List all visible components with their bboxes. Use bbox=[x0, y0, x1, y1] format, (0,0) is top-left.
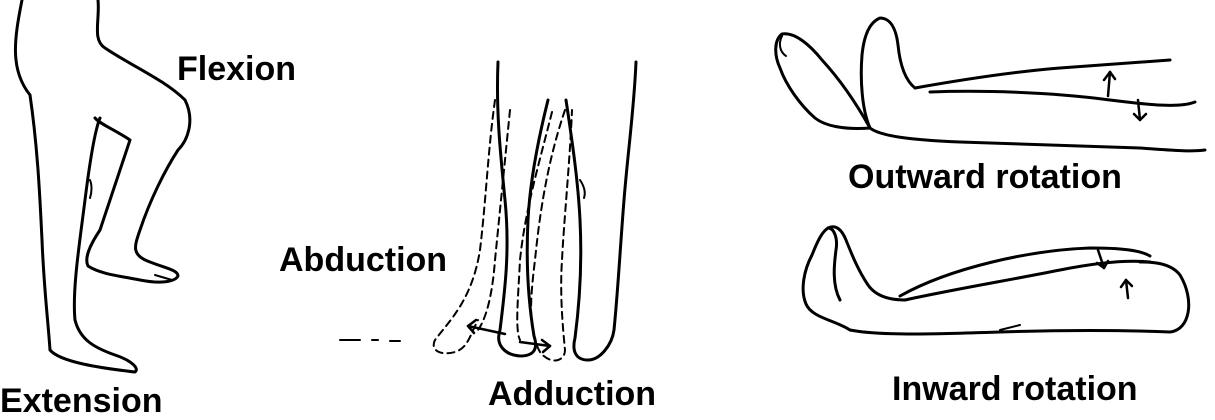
abduction-adduction-figure bbox=[340, 62, 636, 360]
flexion-label: Flexion bbox=[177, 52, 296, 86]
inward-rotation-label: Inward rotation bbox=[892, 372, 1138, 406]
extension-label: Extension bbox=[0, 384, 162, 418]
inward-rotation-figure bbox=[803, 227, 1189, 334]
outward-rotation-figure bbox=[776, 18, 1205, 151]
flexion-extension-figure bbox=[15, 0, 189, 372]
outward-rotation-label: Outward rotation bbox=[848, 160, 1122, 194]
adduction-label: Adduction bbox=[488, 377, 656, 411]
abduction-label: Abduction bbox=[279, 243, 447, 277]
